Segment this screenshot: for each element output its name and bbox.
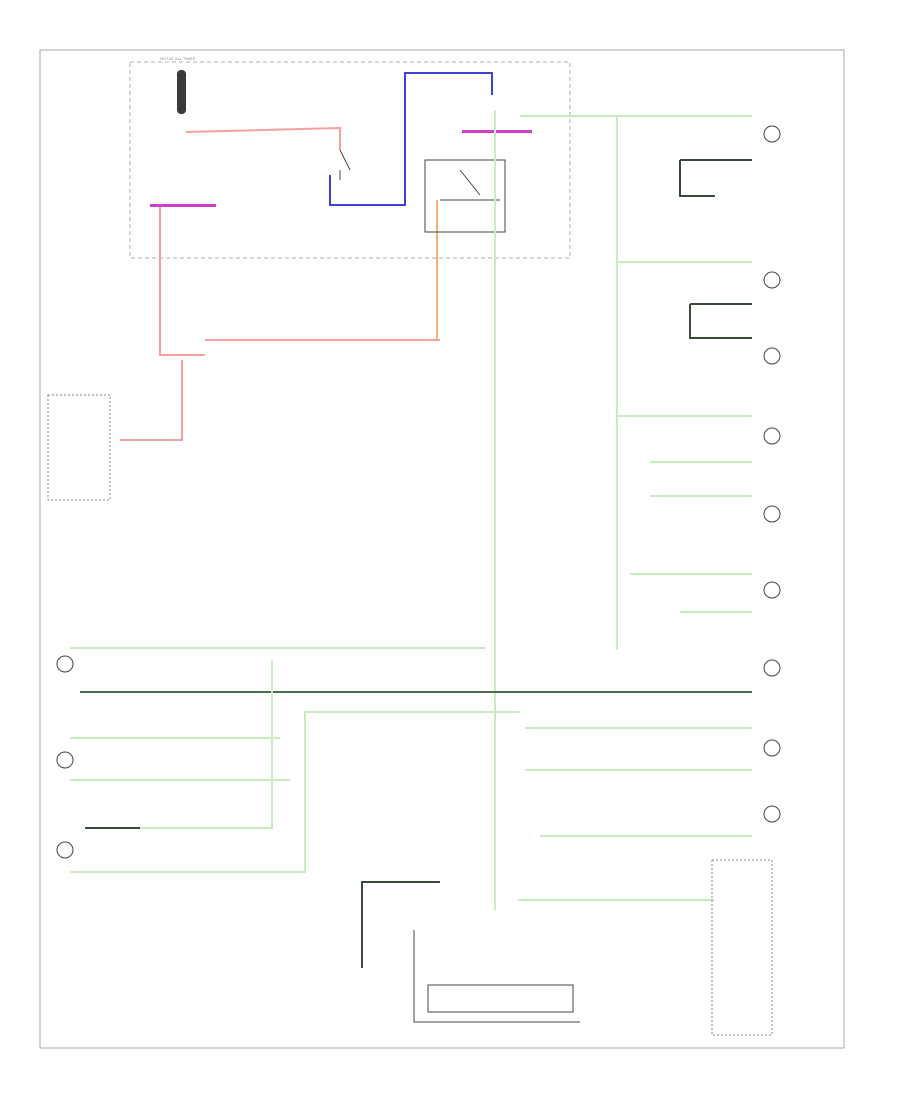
right-lamp-2 xyxy=(763,271,781,289)
wire-dark-top-right xyxy=(679,159,752,197)
left-lamp-1 xyxy=(56,655,74,673)
diagram-border xyxy=(39,49,845,1049)
wire-blue xyxy=(329,72,493,206)
wire-green-left-5 xyxy=(70,711,520,873)
wire-red-left xyxy=(159,205,205,356)
connector-magenta-1 xyxy=(150,204,216,207)
connector-magenta-2 xyxy=(462,130,532,133)
wire-green-left-4 xyxy=(140,660,273,829)
switch-top xyxy=(339,149,351,180)
dimmer-switch xyxy=(47,394,111,501)
right-lamp-1 xyxy=(763,125,781,143)
right-lamp-8 xyxy=(763,739,781,757)
relay-contact xyxy=(440,169,500,201)
right-lamp-3 xyxy=(763,347,781,365)
right-lamp-9 xyxy=(763,805,781,823)
fuse-box-label: HOT AT ALL TIMES xyxy=(160,56,195,61)
wire-dark-mid-right xyxy=(689,303,752,339)
instrument-cluster xyxy=(711,859,773,1036)
wire-dark-bottom-ground xyxy=(361,881,440,968)
right-lamp-6 xyxy=(763,581,781,599)
left-lamp-3 xyxy=(56,841,74,859)
fuse-box xyxy=(129,61,571,259)
wire-red-top xyxy=(185,126,341,150)
relay xyxy=(424,159,506,233)
fuse xyxy=(177,70,186,114)
left-lamp-2 xyxy=(56,751,74,769)
wire-red-to-dimmer xyxy=(120,360,183,441)
right-lamp-7 xyxy=(763,659,781,677)
right-lamp-4 xyxy=(763,427,781,445)
bottom-module-bracket xyxy=(413,930,580,1023)
right-lamp-5 xyxy=(763,505,781,523)
bottom-module xyxy=(427,984,574,1013)
